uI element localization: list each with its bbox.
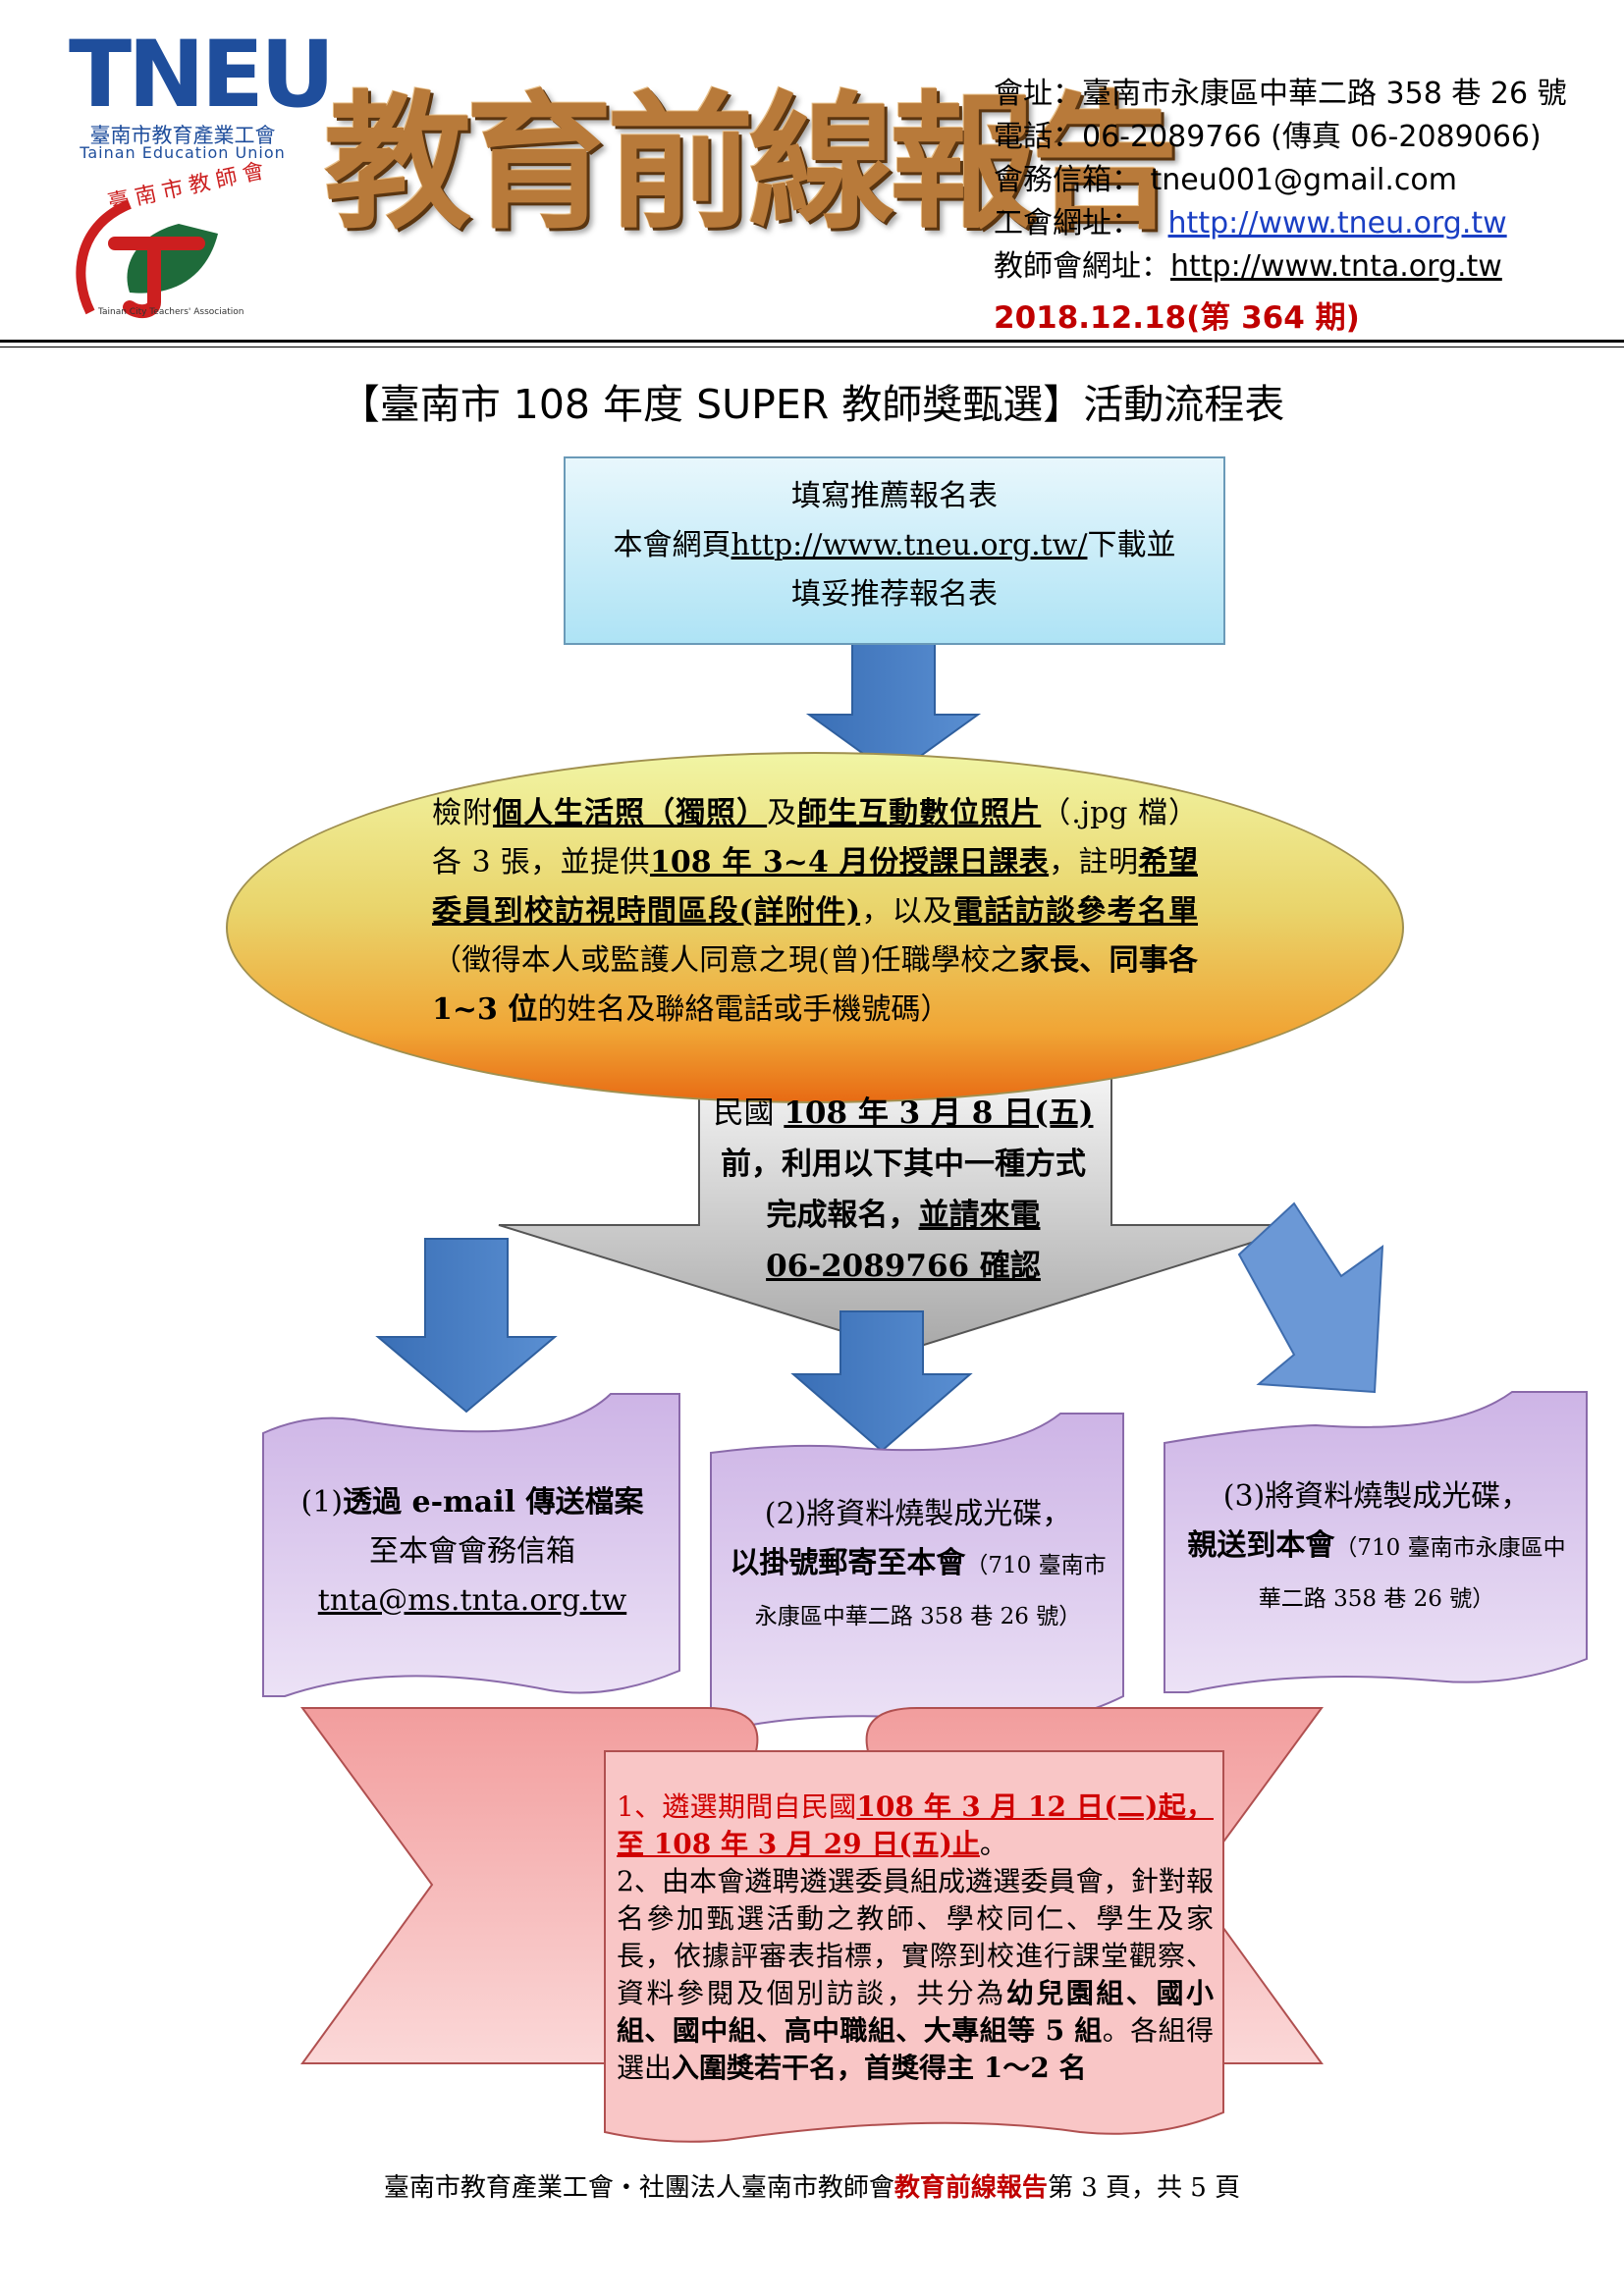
- step2-ellipse: [226, 752, 1404, 1103]
- footer-brand: 教育前線報告: [893, 2173, 1048, 2203]
- step1-heading: 填寫推薦報名表: [791, 479, 998, 513]
- option-3-text: (3)將資料燒製成光碟，: [1222, 1479, 1531, 1514]
- email-line: 會務信箱： tneu001@gmail.com: [994, 163, 1457, 197]
- step3-deadline-date: 108 年 3 月 8 日(五): [784, 1095, 1094, 1131]
- option-3-address: （710 臺南市永康區中華二路 358 巷 26 號）: [1258, 1535, 1566, 1612]
- page-title: 【臺南市 108 年度 SUPER 教師獎甄選】活動流程表: [339, 381, 1285, 428]
- option-1-desc: 至本會會務信箱: [369, 1534, 575, 1569]
- step2-t9: ，以及: [860, 894, 954, 929]
- option-2-mail: (2)將資料燒製成光碟， 以掛號郵寄至本會（710 臺南市永康區中華二路 358…: [727, 1490, 1110, 1641]
- ribbon-awards: 入圍獎若干名，首獎得主 1～2 名: [672, 2052, 1087, 2084]
- page-footer: 臺南市教育產業工會‧社團法人臺南市教師會教育前線報告第 3 頁，共 5 頁: [0, 2167, 1624, 2204]
- issue-date: 2018.12.18(第 364 期): [994, 300, 1360, 336]
- phone-line: 電話：06-2089766 (傳真 06-2089066): [994, 120, 1542, 154]
- option-3-method: 親送到本會: [1187, 1528, 1335, 1563]
- step1-prefix: 本會網頁: [613, 528, 731, 562]
- union-site-label: 工會網址：: [994, 206, 1141, 240]
- option-1-email-address[interactable]: tnta@ms.tnta.org.tw: [317, 1583, 627, 1618]
- step2-reference-list: 電話訪談參考名單: [953, 894, 1199, 929]
- union-site-link[interactable]: http://www.tneu.org.tw: [1167, 206, 1507, 240]
- step2-visit-time: 希望委員到校訪視時間區段(詳附件): [432, 845, 1198, 929]
- step3-l3a: 完成報名，: [766, 1198, 919, 1233]
- ribbon-period: 108 年 3 月 12 日(二)起，至 108 年 3 月 29 日(五)止: [617, 1790, 1214, 1860]
- teacher-site-line: 教師會網址：http://www.tnta.org.tw: [994, 245, 1502, 289]
- option-3-deliver: (3)將資料燒製成光碟， 親送到本會（710 臺南市永康區中華二路 358 巷 …: [1182, 1472, 1571, 1624]
- ribbon-p2c: 。各組得選出: [617, 2014, 1214, 2084]
- tneu-logo: TNEU: [69, 22, 335, 129]
- step3-l2: 前，利用以下其中一種方式: [721, 1147, 1086, 1182]
- logo-chinese-name: 臺南市教育產業工會: [89, 124, 276, 147]
- masthead-title: 教育前線報告: [324, 77, 1178, 249]
- step1-registration-box: 填寫推薦報名表 本會網頁http://www.tneu.org.tw/下載並 填…: [564, 456, 1225, 645]
- step3-phone-confirm: 06-2089766 確認: [766, 1249, 1041, 1284]
- ribbon-p2a: 2、由本會遴聘遴選委員組成遴選委員會，針對報名參加甄選活動之教師、學校同仁、學生…: [617, 1865, 1214, 2009]
- seal-english-name: Tainan City Teachers' Association: [98, 307, 244, 317]
- step1-suffix: 下載並: [1087, 528, 1176, 562]
- step2-requirements-text: 檢附個人生活照（獨照）及師生互動數位照片（.jpg 檔）各 3 張，並提供108…: [432, 789, 1198, 1035]
- step2-t11: （徵得本人或監護人同意之現(曾)任職學校之: [432, 943, 1020, 978]
- arrow-down-left-icon: [375, 1238, 558, 1414]
- teacher-site-label: 教師會網址：: [994, 249, 1170, 284]
- option-1-number: (1): [300, 1485, 344, 1520]
- step3-call-notice: 並請來電: [918, 1198, 1041, 1233]
- step3-deadline-text: 民國 108 年 3 月 8 日(五) 前，利用以下其中一種方式 完成報名，並請…: [687, 1088, 1119, 1292]
- step2-digital-photo: 師生互動數位照片: [797, 796, 1042, 830]
- footer-page-number: 第 3 頁，共 5 頁: [1047, 2173, 1241, 2203]
- address-line: 會址：臺南市永康區中華二路 358 巷 26 號: [994, 77, 1567, 111]
- ribbon-center: [604, 1750, 1224, 2143]
- ribbon-p1a: 1、遴選期間自民國: [617, 1790, 857, 1823]
- step1-line3: 填妥推荐報名表: [791, 577, 998, 612]
- ribbon-para-1: 1、遴選期間自民國108 年 3 月 12 日(二)起，至 108 年 3 月 …: [617, 1789, 1214, 1863]
- step1-url-link[interactable]: http://www.tneu.org.tw/: [731, 528, 1088, 562]
- option-scroll-1: [262, 1393, 680, 1697]
- step2-personal-photo: 個人生活照（獨照）: [493, 796, 768, 830]
- union-site-line: 工會網址： http://www.tneu.org.tw: [994, 202, 1507, 245]
- step1-download-line: 本會網頁http://www.tneu.org.tw/下載並: [566, 521, 1223, 570]
- step2-timetable: 108 年 3~4 月份授課日課表: [649, 845, 1050, 880]
- ribbon-groups: 幼兒園組、國小組、國中組、高中職組、大專組等 5 組: [617, 1977, 1214, 2047]
- ribbon-para-2: 2、由本會遴聘遴選委員組成遴選委員會，針對報名參加甄選活動之教師、學校同仁、學生…: [617, 1863, 1214, 2087]
- option-2-address: （710 臺南市永康區中華二路 358 巷 26 號）: [754, 1553, 1107, 1629]
- header-divider: [0, 340, 1624, 343]
- logo-english-name: Tainan Education Union: [80, 143, 286, 162]
- step2-t1: 檢附: [432, 796, 494, 830]
- option-1-email: (1)透過 e-mail 傳送檔案 至本會會務信箱 tnta@ms.tnta.o…: [281, 1478, 664, 1626]
- teacher-site-link[interactable]: http://www.tnta.org.tw: [1170, 249, 1502, 284]
- teachers-association-seal-icon: [76, 199, 218, 319]
- gray-down-arrow-icon: [498, 1075, 1309, 1353]
- step2-t3: 及: [767, 796, 798, 830]
- footer-org: 臺南市教育產業工會‧社團法人臺南市教師會: [383, 2173, 894, 2203]
- step2-t13: 的姓名及聯絡電話或手機號碼）: [537, 992, 950, 1027]
- step2-parents-colleagues: 家長、同事各 1~3 位: [432, 943, 1198, 1027]
- step3-l1a: 民國: [713, 1095, 775, 1131]
- option-2-text: (2)將資料燒製成光碟，: [764, 1497, 1072, 1531]
- arrow-down-right-icon: [1237, 1201, 1384, 1394]
- step2-t5: （.jpg 檔）各 3 張，並提供: [432, 796, 1199, 880]
- arrow-down-middle-icon: [790, 1310, 973, 1453]
- ribbon-p1c: 。: [979, 1828, 1007, 1860]
- option-2-method: 以掛號郵寄至本會: [730, 1546, 966, 1580]
- option-1-method: 透過 e-mail 傳送檔案: [343, 1485, 644, 1520]
- option-scroll-2: [710, 1413, 1124, 1731]
- selection-process-text: 1、遴選期間自民國108 年 3 月 12 日(二)起，至 108 年 3 月 …: [617, 1789, 1214, 2087]
- step2-t7: ，註明: [1049, 845, 1139, 880]
- option-scroll-3: [1164, 1391, 1588, 1693]
